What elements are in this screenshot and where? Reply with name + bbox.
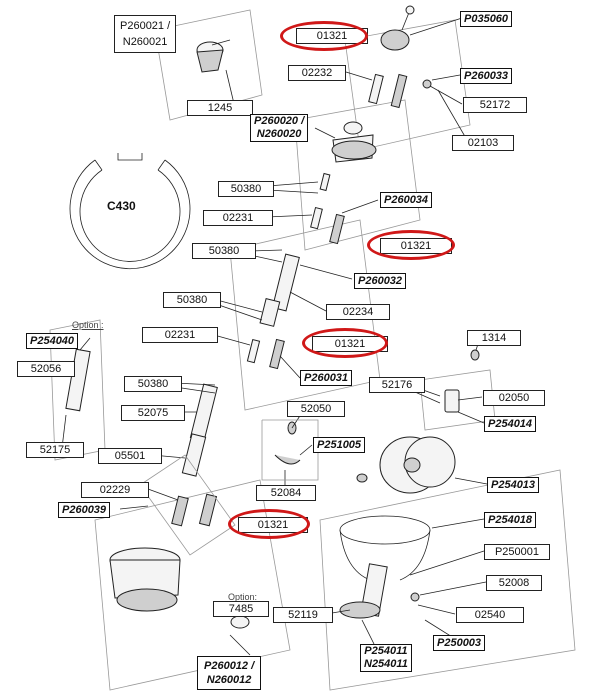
label-P260020[interactable]: P260020 / N260020 <box>250 114 309 142</box>
label-P260032[interactable]: P260032 <box>354 273 407 289</box>
highlight-circle-01321-a <box>280 21 368 51</box>
c430-ring <box>69 153 191 270</box>
part-52008 <box>410 592 420 602</box>
reel-254013-hub <box>403 457 421 473</box>
label-52008[interactable]: 52008 <box>486 575 542 591</box>
bracket-260034 <box>329 213 345 245</box>
frame-bottom-right <box>319 469 576 691</box>
highlight-circle-01321-c <box>302 328 388 358</box>
bracket-260039-b <box>198 493 218 527</box>
label-52119[interactable]: 52119 <box>273 607 333 623</box>
label-P251005[interactable]: P251005 <box>313 437 366 453</box>
label-05501[interactable]: 05501 <box>98 448 162 464</box>
label-02540[interactable]: 02540 <box>456 607 524 623</box>
tube-52056 <box>65 348 91 412</box>
label-option-b: Option: <box>228 592 258 602</box>
frame-top-left <box>154 9 263 121</box>
label-option-a: Option : <box>72 320 104 330</box>
label-1245[interactable]: 1245 <box>187 100 253 116</box>
label-C430: C430 <box>107 199 136 213</box>
label-50380-d[interactable]: 50380 <box>124 376 182 392</box>
label-P254014[interactable]: P254014 <box>484 416 537 432</box>
label-1314[interactable]: 1314 <box>467 330 521 346</box>
label-P260021[interactable]: P260021 / N260021 <box>114 15 177 53</box>
label-P254011[interactable]: P254011 N254011 <box>360 644 412 672</box>
frame-bottom-left <box>94 479 291 691</box>
frame-mid <box>294 99 421 251</box>
label-P250001[interactable]: P250001 <box>484 544 550 560</box>
base-254011 <box>339 601 381 619</box>
clip-251005 <box>274 454 301 465</box>
label-02050[interactable]: 02050 <box>483 390 545 406</box>
label-P260031[interactable]: P260031 <box>300 370 353 386</box>
bracket-260031 <box>269 338 285 370</box>
housing-260020-top <box>343 121 363 135</box>
knob-260021-body <box>196 49 224 73</box>
pin-02050 <box>444 389 460 413</box>
label-P254040[interactable]: P254040 <box>26 333 79 349</box>
part-52172 <box>422 79 432 89</box>
highlight-circle-01321-d <box>228 509 310 539</box>
label-52056[interactable]: 52056 <box>17 361 75 377</box>
pin-02231-a <box>310 206 323 230</box>
label-P254013[interactable]: P254013 <box>487 477 540 493</box>
label-P260033[interactable]: P260033 <box>460 68 513 84</box>
pin-50380-a <box>319 172 331 192</box>
part-center-nut <box>356 473 368 483</box>
label-52075[interactable]: 52075 <box>121 405 185 421</box>
label-50380-c[interactable]: 50380 <box>163 292 221 308</box>
motor-260012-body <box>109 559 181 599</box>
part-7485 <box>230 615 250 629</box>
housing-260020-base <box>331 140 377 160</box>
label-02234[interactable]: 02234 <box>326 304 390 320</box>
label-02231-a[interactable]: 02231 <box>203 210 273 226</box>
label-52172[interactable]: 52172 <box>463 97 527 113</box>
part-1314 <box>470 349 480 361</box>
tube-52075-lower <box>181 433 207 477</box>
label-P260012[interactable]: P260012 / N260012 <box>197 656 262 690</box>
label-50380-b[interactable]: 50380 <box>192 243 256 259</box>
label-P035060[interactable]: P035060 <box>460 11 513 27</box>
label-52175[interactable]: 52175 <box>26 442 84 458</box>
label-02232[interactable]: 02232 <box>288 65 346 81</box>
label-P260034[interactable]: P260034 <box>380 192 433 208</box>
tube-02234-lower <box>259 298 281 327</box>
frame-top-right <box>344 19 471 151</box>
label-50380-a[interactable]: 50380 <box>218 181 274 197</box>
highlight-circle-01321-b <box>367 230 455 260</box>
label-02231-b[interactable]: 02231 <box>142 327 218 343</box>
label-P254018[interactable]: P254018 <box>484 512 537 528</box>
label-P260039[interactable]: P260039 <box>58 502 111 518</box>
cage-254018-top <box>339 515 431 545</box>
frame-251005 <box>261 419 319 481</box>
label-02103[interactable]: 02103 <box>452 135 514 151</box>
label-02229[interactable]: 02229 <box>81 482 149 498</box>
tube-02234-upper <box>271 253 300 312</box>
motor-260012-base <box>116 588 178 612</box>
pin-02231-b <box>246 338 261 364</box>
label-7485[interactable]: 7485 <box>213 601 269 617</box>
label-52084[interactable]: 52084 <box>256 485 316 501</box>
label-P250003[interactable]: P250003 <box>433 635 486 651</box>
handle-035060 <box>380 29 410 51</box>
label-52050[interactable]: 52050 <box>287 401 345 417</box>
pin-02232-a <box>368 73 384 105</box>
bracket-260039-a <box>171 495 189 527</box>
pin-02232-b <box>390 73 408 109</box>
label-52176[interactable]: 52176 <box>369 377 425 393</box>
